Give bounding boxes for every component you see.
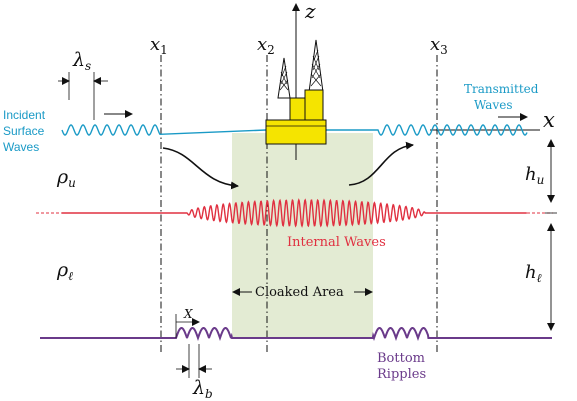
z-label: z [304, 0, 316, 23]
lambda-b-label: λb [192, 377, 213, 401]
rho-l-label: ρℓ [56, 259, 73, 283]
bottom-ripples-label: Bottom Ripples [377, 351, 429, 382]
offshore-platform [265, 39, 327, 145]
transmitted-waves-label: Transmitted Waves [464, 82, 542, 112]
bottom-ripples-line [40, 326, 552, 342]
internal-waves-label: Internal Waves [287, 235, 386, 250]
x1-label: x1 [150, 34, 168, 57]
X-label: X [183, 307, 193, 321]
rho-u-label: ρu [56, 166, 76, 190]
x3-label: x3 [430, 34, 448, 57]
incident-surface-waves-label: Incident Surface Waves [3, 108, 48, 154]
cloaked-area-label: Cloaked Area [255, 285, 344, 300]
lambda-s-label: λs [72, 49, 91, 73]
internal-wave [62, 198, 527, 228]
cloaked-area-region [232, 133, 373, 338]
h-u-label: hu [525, 164, 544, 187]
flow-arrow-right [348, 141, 414, 186]
x2-label: x2 [257, 34, 275, 57]
h-l-label: hℓ [525, 262, 542, 285]
x-axis-label: x [543, 108, 555, 132]
flow-arrow-left [162, 147, 239, 190]
surface-wave [61, 124, 528, 136]
